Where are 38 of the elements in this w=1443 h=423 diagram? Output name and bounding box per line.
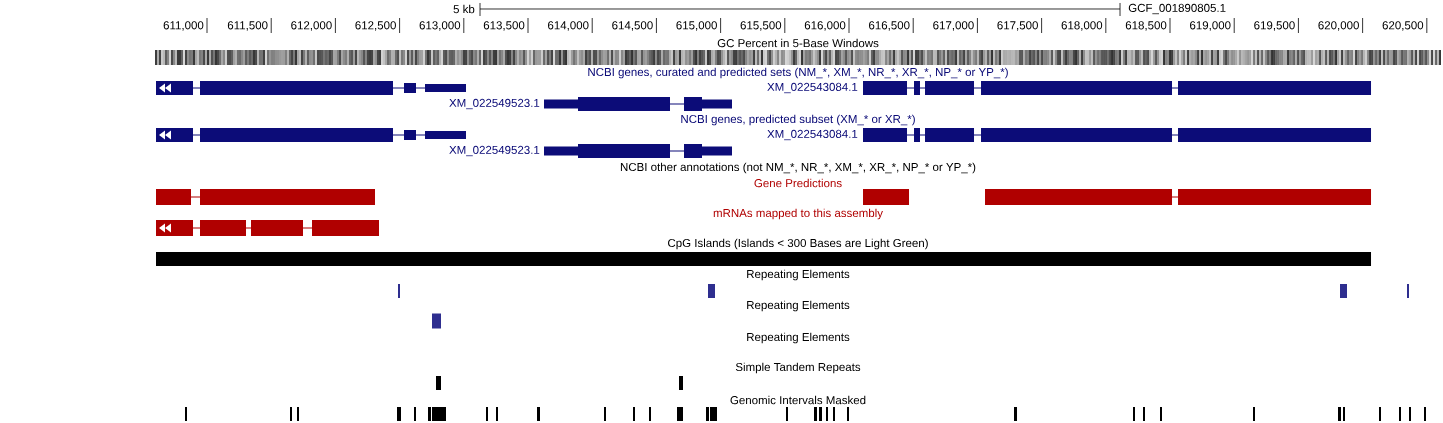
track-title: Repeating Elements bbox=[747, 332, 850, 344]
ruler-label: 616,500 bbox=[869, 21, 910, 31]
ruler-label: 614,000 bbox=[548, 21, 589, 31]
ruler-label: 615,500 bbox=[740, 21, 782, 31]
ruler-label: 611,500 bbox=[227, 21, 268, 31]
ruler-label: 617,000 bbox=[933, 21, 974, 31]
track-title: Repeating Elements bbox=[747, 300, 850, 312]
ruler-label: 620,000 bbox=[1318, 21, 1359, 31]
ruler-label: 613,000 bbox=[419, 21, 461, 31]
ruler-label: 620,500 bbox=[1382, 21, 1424, 31]
ruler-label: 619,500 bbox=[1254, 21, 1295, 31]
track-title: NCBI other annotations (not NM_*, NR_*, XM_*, XR_*, NP_* or YP_*) bbox=[620, 162, 976, 174]
track-title: Genomic Intervals Masked bbox=[730, 395, 866, 405]
ruler-label: 612,500 bbox=[355, 21, 396, 31]
track-title: NCBI genes, curated and predicted sets (NM_*, XM_*, NR_*, XR_*, NP_* or YP_*) bbox=[588, 67, 1008, 79]
ruler-label: 613,500 bbox=[483, 21, 525, 31]
track-title: Repeating Elements bbox=[747, 269, 850, 281]
ruler-label: 619,000 bbox=[1190, 21, 1231, 31]
track-title: mRNAs mapped to this assembly bbox=[713, 208, 883, 220]
gene-label: XM_022549523.1 bbox=[449, 98, 540, 110]
ruler-label: 618,500 bbox=[1125, 21, 1167, 31]
ruler-label: 617,500 bbox=[997, 21, 1038, 31]
track-title: Simple Tandem Repeats bbox=[735, 362, 861, 374]
scale-label: 5 kb bbox=[453, 4, 475, 14]
ruler-label: 614,500 bbox=[612, 21, 653, 31]
gene-label: XM_022549523.1 bbox=[449, 145, 540, 157]
ruler-label: 611,000 bbox=[163, 21, 204, 31]
gene-label: XM_022543084.1 bbox=[767, 129, 858, 141]
track-title: GC Percent in 5-Base Windows bbox=[717, 38, 879, 48]
ruler-label: 618,000 bbox=[1061, 21, 1103, 31]
gene-label: XM_022543084.1 bbox=[767, 82, 858, 94]
track-title: NCBI genes, predicted subset (XM_* or XR_*) bbox=[681, 114, 915, 126]
ruler-label: 616,000 bbox=[804, 21, 846, 31]
ruler-label: 615,000 bbox=[676, 21, 717, 31]
assembly-label: GCF_001890805.1 bbox=[1128, 3, 1226, 15]
ruler-label: 612,000 bbox=[291, 21, 332, 31]
track-title: CpG Islands (Islands < 300 Bases are Light Green) bbox=[668, 238, 928, 250]
track-title: Gene Predictions bbox=[754, 178, 842, 188]
